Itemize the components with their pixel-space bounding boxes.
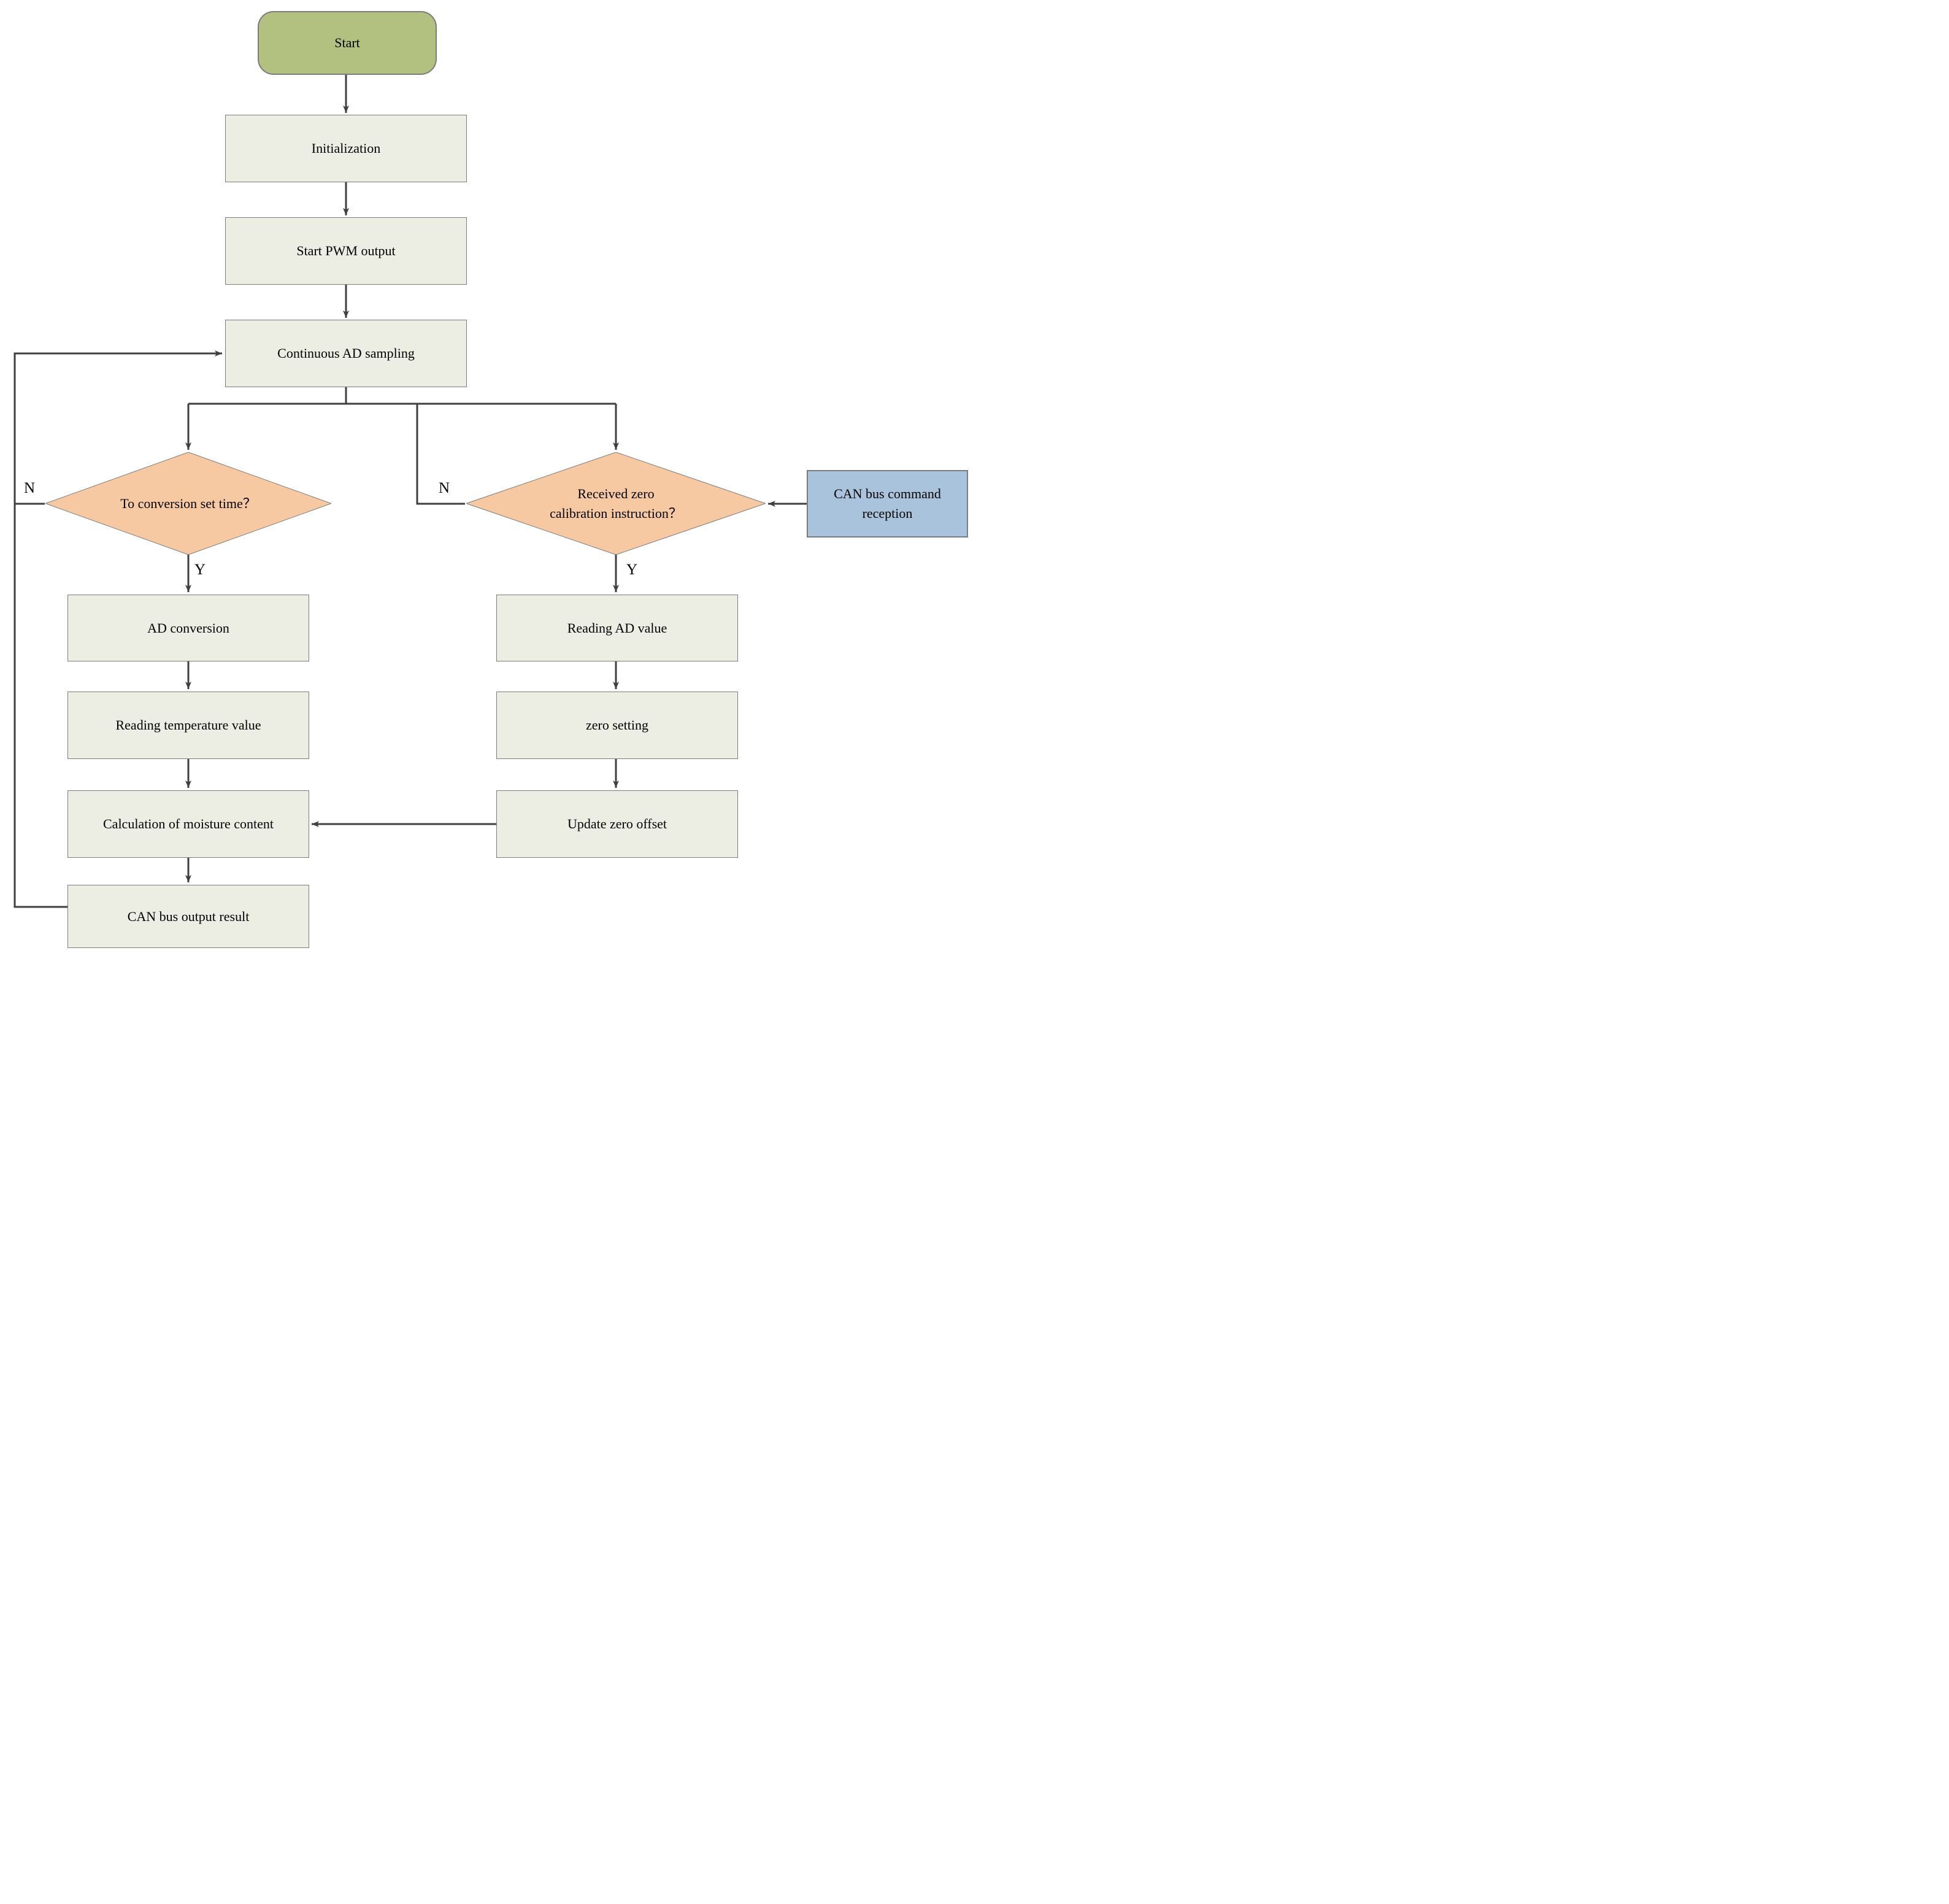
connector-layer	[13, 75, 807, 908]
node-start: Start	[258, 11, 437, 75]
node-start-pwm-output: Start PWM output	[225, 217, 467, 285]
node-ad-conversion-label: AD conversion	[147, 620, 229, 636]
diamond-polygon	[45, 452, 331, 555]
node-update-zero-offset-label: Update zero offset	[567, 816, 667, 832]
node-calculation-of-moisture-content: Calculation of moisture content	[67, 790, 309, 858]
node-zero-setting: zero setting	[496, 692, 738, 759]
node-can-bus-output-result-label: CAN bus output result	[127, 908, 250, 924]
edge-label-conversion-yes: Y	[194, 561, 206, 578]
node-start-label: Start	[334, 35, 360, 51]
node-conversion-time-decision: To conversion set time？	[45, 452, 331, 555]
node-conversion-time-decision-label: To conversion set time？	[120, 495, 256, 511]
edge-loop-return-sampling	[13, 350, 222, 908]
flowchart-canvas: Start Initialization Start PWM output Co…	[0, 0, 975, 952]
node-initialization: Initialization	[225, 115, 467, 182]
node-can-bus-output-result: CAN bus output result	[67, 885, 309, 948]
node-reading-temperature-value: Reading temperature value	[67, 692, 309, 759]
node-update-zero-offset: Update zero offset	[496, 790, 738, 858]
node-start-pwm-output-label: Start PWM output	[296, 243, 396, 259]
node-reading-ad-value: Reading AD value	[496, 595, 738, 661]
decision-diamond-shape	[45, 452, 331, 555]
node-can-bus-command-reception-label: CAN bus command reception	[834, 486, 941, 521]
node-reading-temperature-value-label: Reading temperature value	[115, 717, 261, 733]
node-can-bus-command-reception: CAN bus command reception	[807, 470, 968, 538]
node-initialization-label: Initialization	[311, 141, 381, 156]
diamond-polygon	[466, 452, 766, 555]
edge-zero-decision-no-return	[416, 404, 465, 505]
node-zero-setting-label: zero setting	[585, 717, 649, 733]
node-zero-calibration-decision: Received zero calibration instruction？	[466, 452, 766, 555]
node-zero-calibration-decision-label: Received zero calibration instruction？	[550, 485, 682, 521]
edge-label-zero-no: N	[438, 480, 450, 496]
node-continuous-ad-sampling-label: Continuous AD sampling	[277, 345, 415, 361]
node-ad-conversion: AD conversion	[67, 595, 309, 661]
node-calculation-of-moisture-content-label: Calculation of moisture content	[103, 816, 274, 832]
node-continuous-ad-sampling: Continuous AD sampling	[225, 320, 467, 387]
node-reading-ad-value-label: Reading AD value	[567, 620, 667, 636]
edge-label-conversion-no: N	[23, 480, 36, 496]
edge-label-zero-yes: Y	[626, 561, 638, 578]
decision-diamond-shape	[466, 452, 766, 555]
